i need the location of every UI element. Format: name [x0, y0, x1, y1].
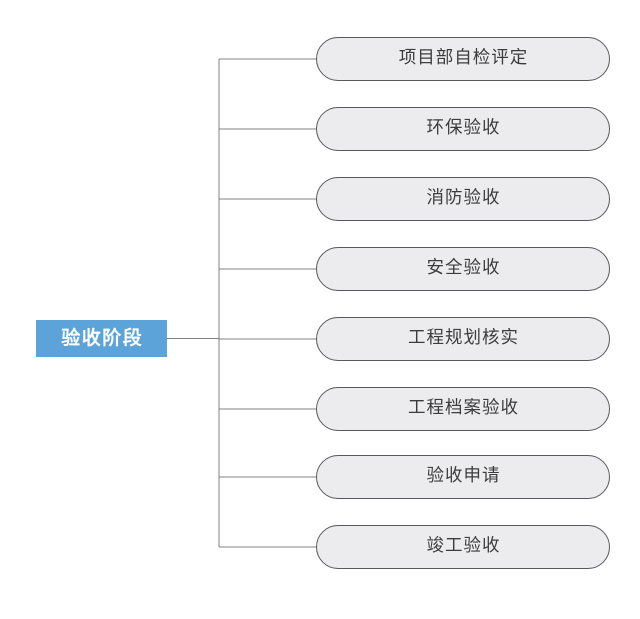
- leaf-node-label: 工程规划核实: [408, 328, 519, 349]
- leaf-node-5[interactable]: 工程规划核实: [316, 317, 610, 361]
- leaf-node-label: 安全验收: [426, 258, 501, 279]
- leaf-node-label: 验收申请: [426, 466, 501, 487]
- leaf-node-label: 项目部自检评定: [398, 48, 529, 69]
- leaf-node-3[interactable]: 消防验收: [316, 177, 610, 221]
- leaf-node-4[interactable]: 安全验收: [316, 247, 610, 291]
- leaf-node-2[interactable]: 环保验收: [316, 107, 610, 151]
- leaf-node-label: 消防验收: [426, 188, 501, 209]
- leaf-node-label: 环保验收: [426, 118, 501, 139]
- leaf-node-label: 工程档案验收: [408, 398, 519, 419]
- leaf-node-1[interactable]: 项目部自检评定: [316, 37, 610, 81]
- leaf-node-label: 竣工验收: [426, 536, 501, 557]
- root-node-acceptance-stage[interactable]: 验收阶段: [36, 320, 167, 357]
- leaf-node-8[interactable]: 竣工验收: [316, 525, 610, 569]
- leaf-node-7[interactable]: 验收申请: [316, 455, 610, 499]
- leaf-node-6[interactable]: 工程档案验收: [316, 387, 610, 431]
- connector-lines: [167, 58, 316, 548]
